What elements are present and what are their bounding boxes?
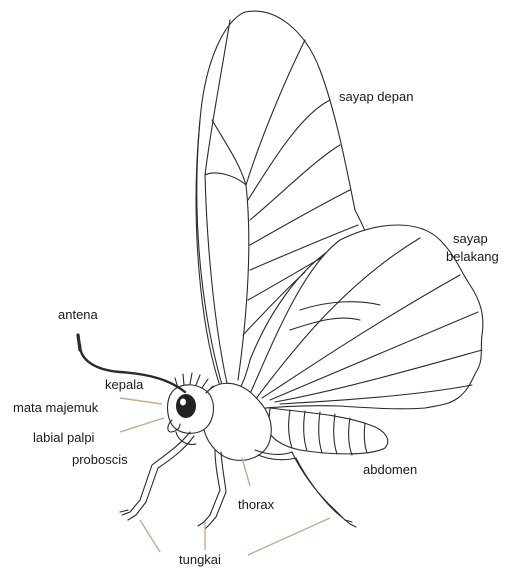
label-hindwing-line2: belakang <box>446 249 499 264</box>
label-hindwing-line1: sayap <box>453 231 488 246</box>
label-legs: tungkai <box>179 552 221 567</box>
front-leg <box>130 432 194 515</box>
hind-leg <box>255 450 350 524</box>
label-labial-palp: labial palpi <box>33 430 94 445</box>
label-head: kepala <box>105 377 143 392</box>
label-forewing: sayap depan <box>339 89 413 104</box>
label-abdomen: abdomen <box>363 462 417 477</box>
middle-leg <box>204 450 226 524</box>
label-thorax: thorax <box>238 497 274 512</box>
label-antenna: antena <box>58 307 98 322</box>
label-proboscis: proboscis <box>72 452 128 467</box>
abdomen <box>268 408 388 454</box>
compound-eye <box>176 394 196 418</box>
label-compound-eye: mata majemuk <box>13 400 98 415</box>
